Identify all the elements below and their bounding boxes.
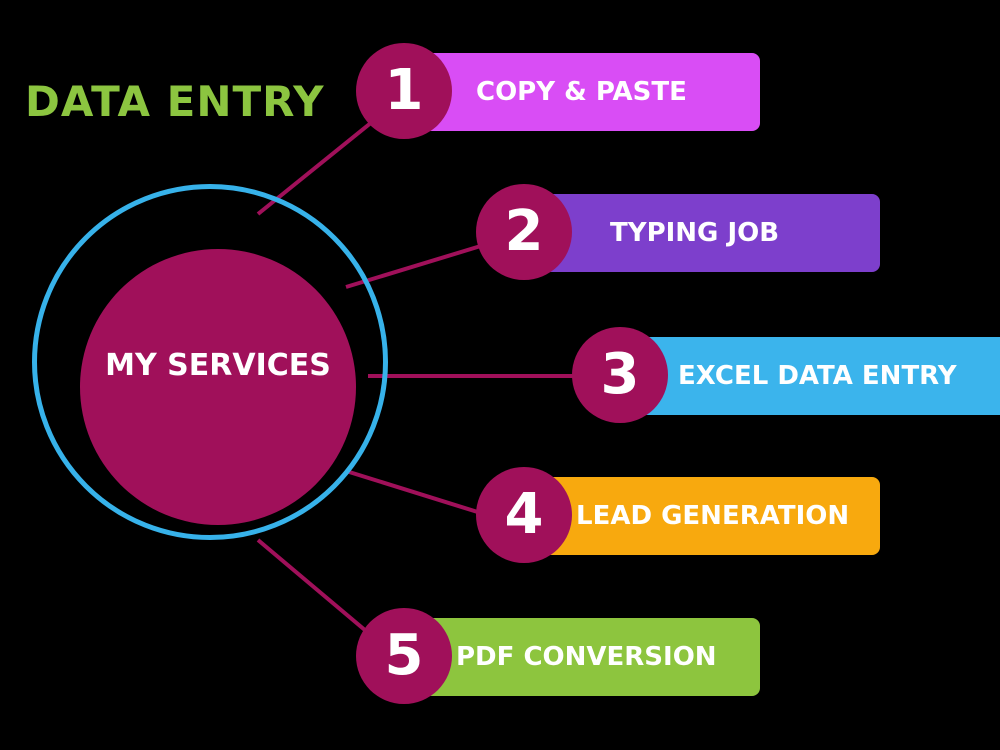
connector-4 xyxy=(345,469,485,516)
service-bar xyxy=(526,194,880,272)
service-item-3: EXCEL DATA ENTRY 3 xyxy=(572,327,1000,423)
service-bar xyxy=(526,477,880,555)
service-label: LEAD GENERATION xyxy=(576,501,850,531)
service-item-1: COPY & PASTE 1 xyxy=(356,43,760,139)
service-item-5: PDF CONVERSION 5 xyxy=(356,608,760,704)
service-number-badge: 2 xyxy=(476,184,572,280)
connector-2 xyxy=(345,243,485,289)
service-bar xyxy=(406,618,760,696)
service-label: PDF CONVERSION xyxy=(456,642,717,672)
service-bar xyxy=(622,337,1000,415)
center-label: MY SERVICES xyxy=(105,348,331,383)
service-bar xyxy=(406,53,760,131)
service-item-4: LEAD GENERATION 4 xyxy=(476,467,880,563)
service-number-badge: 3 xyxy=(572,327,668,423)
service-label: TYPING JOB xyxy=(610,218,780,248)
diagram-heading: DATA ENTRY xyxy=(25,77,325,126)
service-number-badge: 1 xyxy=(356,43,452,139)
service-number-badge: 5 xyxy=(356,608,452,704)
service-label: COPY & PASTE xyxy=(476,77,687,107)
service-number-badge: 4 xyxy=(476,467,572,563)
center-circle xyxy=(80,249,356,525)
connector-5 xyxy=(256,538,374,638)
service-label: EXCEL DATA ENTRY xyxy=(678,361,957,391)
service-item-2: TYPING JOB 2 xyxy=(476,184,880,280)
center-ring xyxy=(32,184,388,540)
